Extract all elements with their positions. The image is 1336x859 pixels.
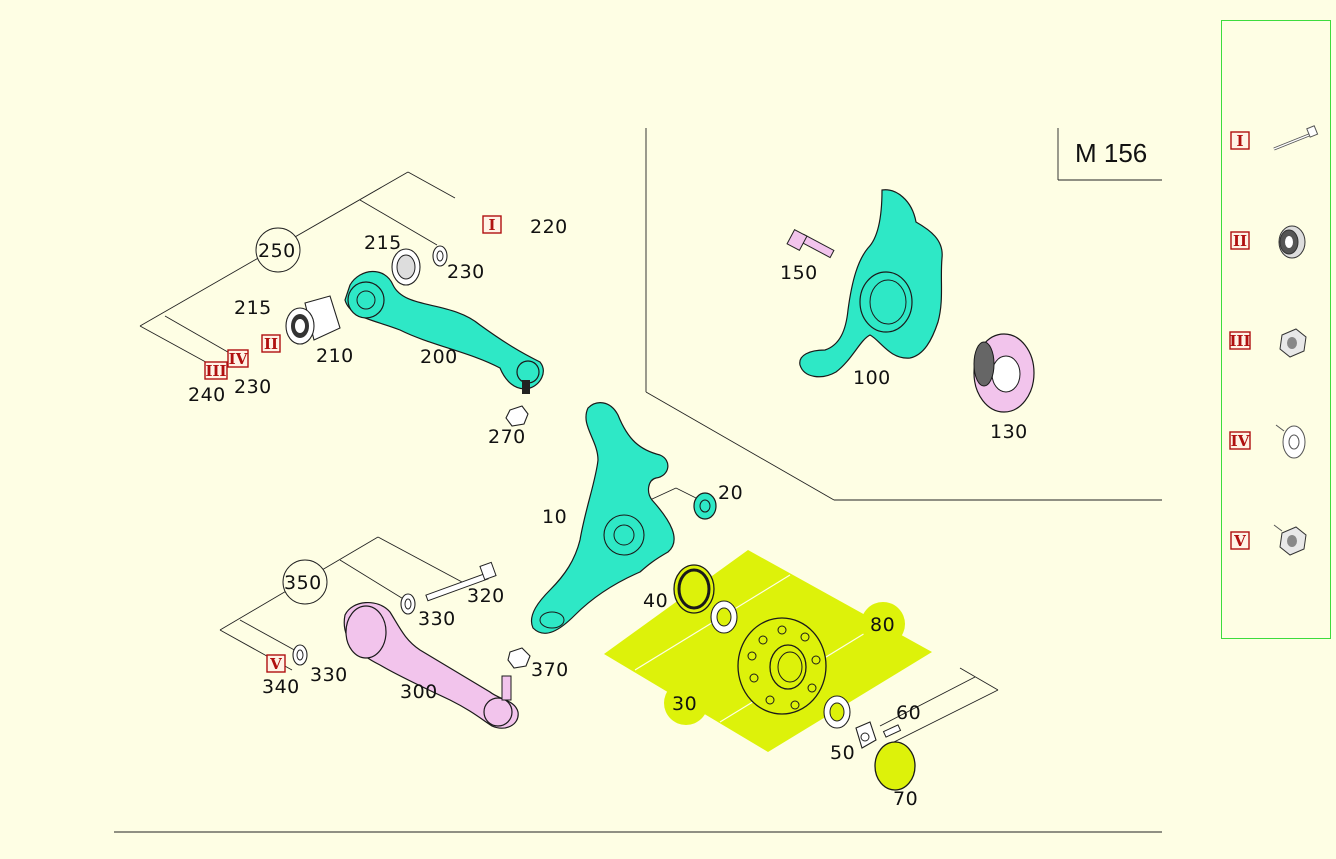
group-circle-250 [255, 227, 301, 273]
group-circle-30 [664, 681, 708, 725]
label-40: 40 [643, 590, 668, 612]
svg-text:II: II [1233, 232, 1247, 250]
roman-marker-220[interactable]: I [482, 215, 502, 234]
upper-control-arm[interactable] [344, 270, 544, 394]
part-labels: 250 350 30 80 220 215 230 215 210 200 23… [188, 216, 1028, 810]
legend-panel: I II III [1221, 20, 1331, 639]
bushing-icon [1278, 225, 1306, 259]
label-80: 80 [870, 614, 895, 636]
bolt-320[interactable] [425, 561, 497, 602]
label-60: 60 [896, 702, 921, 724]
screw-60[interactable] [882, 724, 902, 738]
washer-330-upper[interactable] [400, 593, 416, 615]
label-230-left: 230 [234, 376, 272, 398]
label-70: 70 [893, 788, 918, 810]
bushing-215[interactable] [391, 248, 421, 286]
svg-text:II: II [264, 335, 278, 353]
legend-item-bushing[interactable]: II [1230, 225, 1306, 259]
svg-text:III: III [1229, 332, 1250, 350]
legend-item-bolt[interactable]: I [1230, 125, 1319, 151]
lower-control-arm-300[interactable] [343, 602, 519, 729]
legend-item-hex-nut[interactable]: III [1229, 328, 1307, 358]
group-circle-350 [282, 559, 328, 605]
nut-370[interactable] [507, 647, 531, 669]
label-215-left: 215 [234, 297, 272, 319]
wheel-hub-130[interactable] [973, 333, 1035, 413]
label-220: 220 [530, 216, 568, 238]
label-330-upper: 330 [418, 608, 456, 630]
cap-70[interactable] [874, 741, 916, 791]
roman-marker-340[interactable]: V [266, 654, 286, 673]
washer-icon [1275, 424, 1306, 459]
washer-330-lower[interactable] [292, 644, 308, 666]
label-20: 20 [718, 482, 743, 504]
svg-text:V: V [269, 655, 282, 673]
hub-leaders [649, 487, 999, 746]
hex-nut-icon [1279, 328, 1307, 358]
frame-lines [114, 128, 1162, 833]
nut-270[interactable] [505, 405, 529, 427]
label-100: 100 [853, 367, 891, 389]
label-350: 350 [284, 572, 322, 594]
svg-text:V: V [1233, 532, 1246, 550]
seal-40[interactable] [673, 564, 715, 614]
bolt-150[interactable] [786, 228, 835, 259]
label-30: 30 [672, 693, 697, 715]
bushing-20[interactable] [693, 492, 717, 520]
label-250: 250 [258, 240, 296, 262]
steering-knuckle-100[interactable] [799, 189, 943, 378]
label-300: 300 [400, 681, 438, 703]
label-50: 50 [830, 742, 855, 764]
legend-item-washer[interactable]: IV [1229, 424, 1306, 459]
bushing-210[interactable] [285, 295, 341, 345]
label-130: 130 [990, 421, 1028, 443]
retainer-50[interactable] [855, 721, 877, 749]
model-label: M 156 [1075, 138, 1147, 168]
axle-nut[interactable] [823, 695, 851, 729]
washer-230[interactable] [432, 245, 448, 267]
legend-item-flange-nut[interactable]: V [1230, 524, 1307, 556]
label-340: 340 [262, 676, 300, 698]
label-215-top: 215 [364, 232, 402, 254]
label-200: 200 [420, 346, 458, 368]
label-10: 10 [542, 506, 567, 528]
label-210: 210 [316, 345, 354, 367]
label-230-top: 230 [447, 261, 485, 283]
label-270: 270 [488, 426, 526, 448]
svg-text:IV: IV [229, 350, 248, 368]
label-320: 320 [467, 585, 505, 607]
roman-markers: I II IV III V [204, 215, 502, 673]
wheel-hub[interactable] [737, 617, 827, 715]
svg-text:I: I [1236, 132, 1243, 150]
flange-nut-icon [1273, 524, 1307, 556]
bearing[interactable] [710, 600, 738, 634]
group-circle-80 [861, 602, 905, 646]
svg-text:I: I [488, 216, 495, 234]
steering-knuckle-10[interactable] [530, 402, 675, 634]
label-150: 150 [780, 262, 818, 284]
label-370: 370 [531, 659, 569, 681]
label-330-lower: 330 [310, 664, 348, 686]
svg-text:IV: IV [1231, 432, 1250, 450]
svg-text:III: III [205, 362, 226, 380]
label-240: 240 [188, 384, 226, 406]
bolt-icon [1273, 125, 1319, 151]
lower-arm-leaders [219, 536, 463, 671]
roman-marker-240[interactable]: III [204, 361, 228, 380]
roman-marker-210[interactable]: II [261, 334, 281, 353]
legend-svg: I II III [1229, 125, 1319, 556]
roman-marker-230[interactable]: IV [227, 349, 249, 368]
